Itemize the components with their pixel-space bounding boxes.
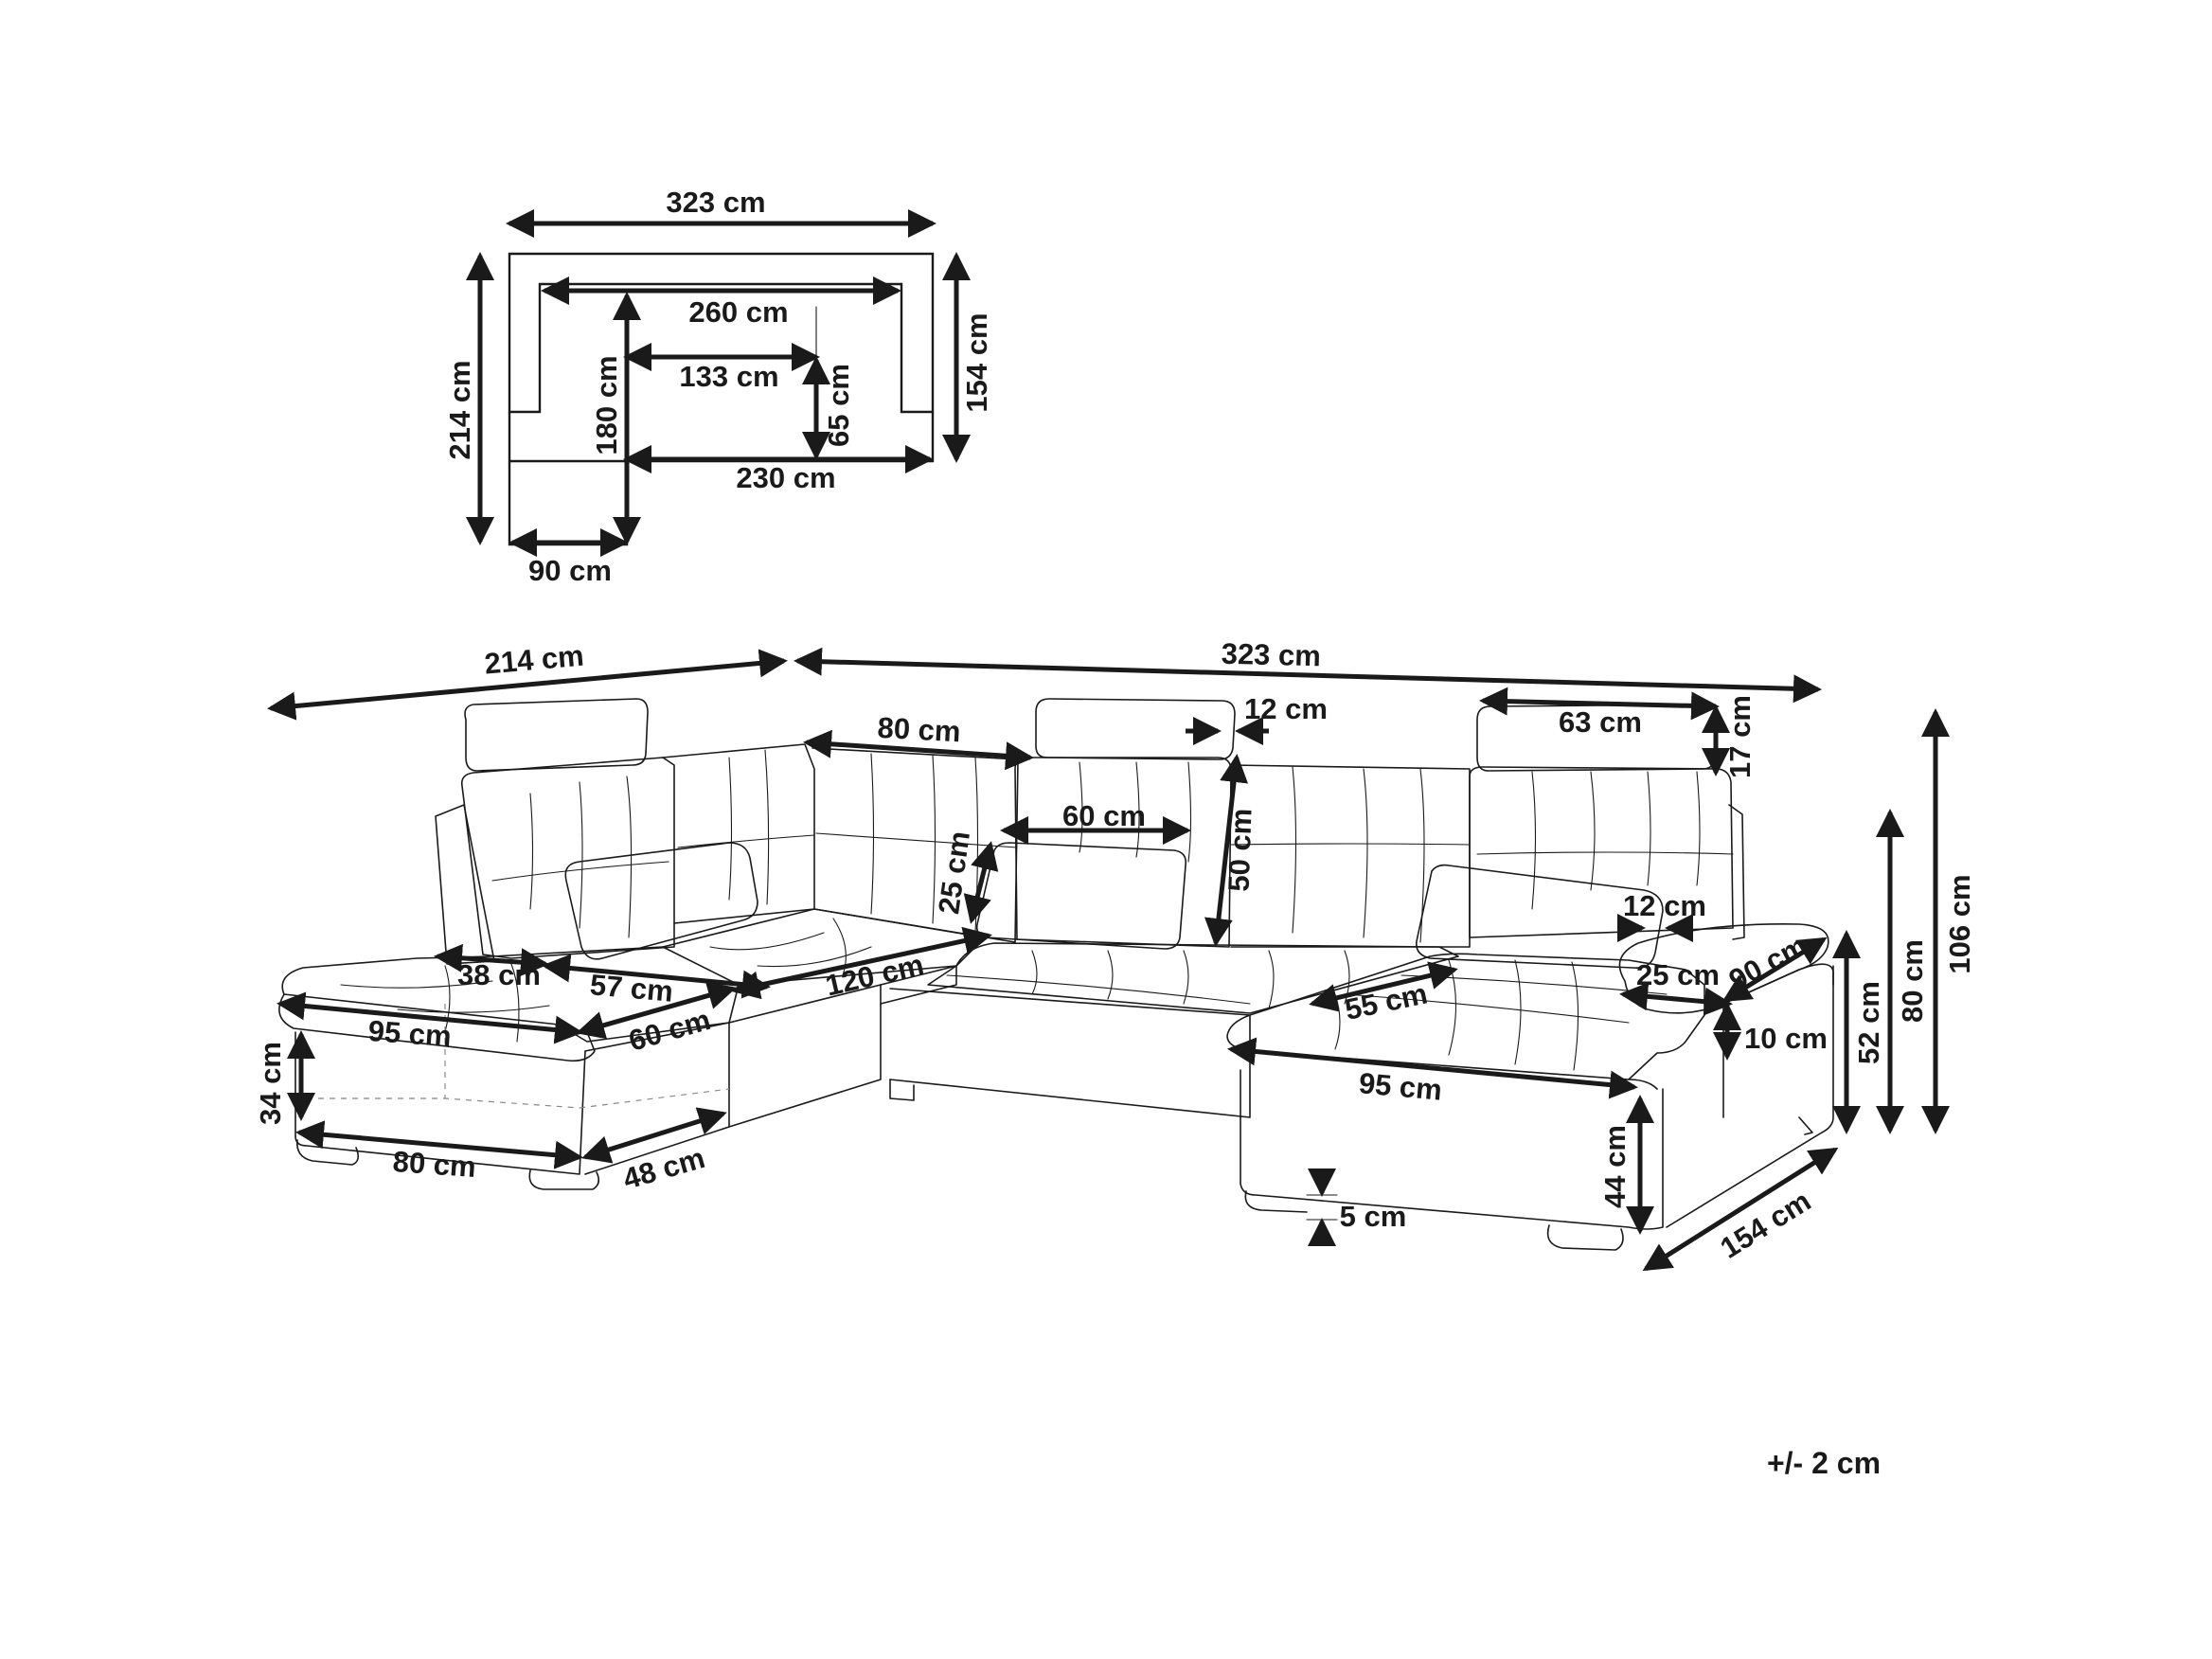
plan-front-width: 230 cm (736, 461, 835, 494)
left-seat-depth: 38 cm (457, 958, 541, 991)
seat-height-right: 44 cm (1598, 1125, 1632, 1208)
back-segment: 80 cm (877, 711, 962, 749)
cushion-width: 60 cm (1062, 799, 1146, 832)
left-chaise-width: 95 cm (367, 1014, 453, 1053)
armrest-thickness: 12 cm (1623, 889, 1706, 922)
plan-overall-width: 323 cm (666, 186, 765, 219)
headrest-thickness: 12 cm (1244, 692, 1328, 725)
back-height: 80 cm (1896, 939, 1929, 1023)
tolerance-note: +/- 2 cm (1767, 1446, 1881, 1480)
plan-right-depth: 154 cm (960, 312, 993, 412)
plan-seat-depth: 65 cm (822, 364, 855, 447)
back-tufting (491, 749, 1734, 943)
seat-height-left: 34 cm (254, 1042, 287, 1125)
plan-overall-depth: 214 cm (443, 360, 476, 459)
left-chaise-depth: 60 cm (625, 1003, 714, 1058)
arm-width: 25 cm (1636, 958, 1720, 991)
headrest-width: 63 cm (1559, 705, 1642, 739)
perspective-dimensions: 214 cm 323 cm 80 cm 12 cm 63 cm 17 cm 60… (254, 637, 1976, 1272)
leg-height: 5 cm (1340, 1200, 1407, 1233)
arm-height: 52 cm (1852, 981, 1885, 1064)
base-width: 80 cm (392, 1145, 477, 1184)
headrest-height: 17 cm (1723, 695, 1757, 778)
plan-chaise-width: 90 cm (528, 554, 612, 587)
plan-view: 323 cm 260 cm 133 cm 65 cm 214 cm 180 cm… (443, 186, 993, 587)
left-side-length: 214 cm (483, 639, 585, 681)
middle-seat-width: 120 cm (822, 948, 926, 1003)
plan-inner-width: 260 cm (688, 295, 788, 329)
plan-chaise-inner-depth: 180 cm (590, 355, 623, 455)
overall-height: 106 cm (1943, 874, 1976, 973)
backrest-height: 50 cm (1222, 808, 1258, 892)
base-depth: 48 cm (619, 1141, 708, 1196)
seat-thickness: 10 cm (1744, 1022, 1828, 1055)
left-seat-width: 57 cm (589, 968, 675, 1008)
right-chaise-width: 95 cm (1358, 1066, 1444, 1107)
plan-seat-width: 133 cm (679, 360, 778, 393)
back-length: 323 cm (1221, 637, 1321, 673)
